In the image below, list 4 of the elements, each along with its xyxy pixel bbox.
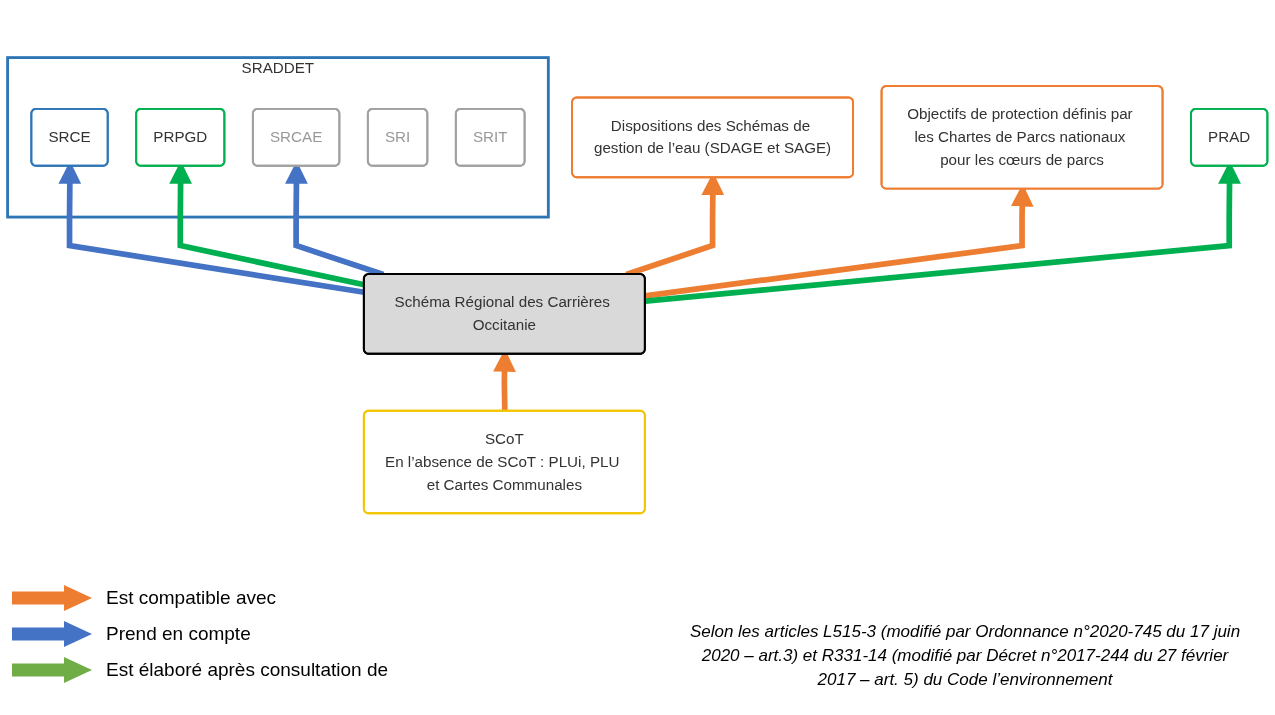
legend-label: Est élaboré après consultation de	[106, 659, 388, 681]
legend-label: Est compatible avec	[106, 587, 277, 609]
source-note: Selon les articles L515-3 (modifié par Ordonnance n°2020-745 du 17 juin 2020 – art.3) et R331-14 (modifié par Décret n°2017-244 du 27 février 2017 – art. 5) du Code l’environnement	[688, 621, 1242, 691]
legend-label: Prend en compte	[106, 623, 251, 645]
